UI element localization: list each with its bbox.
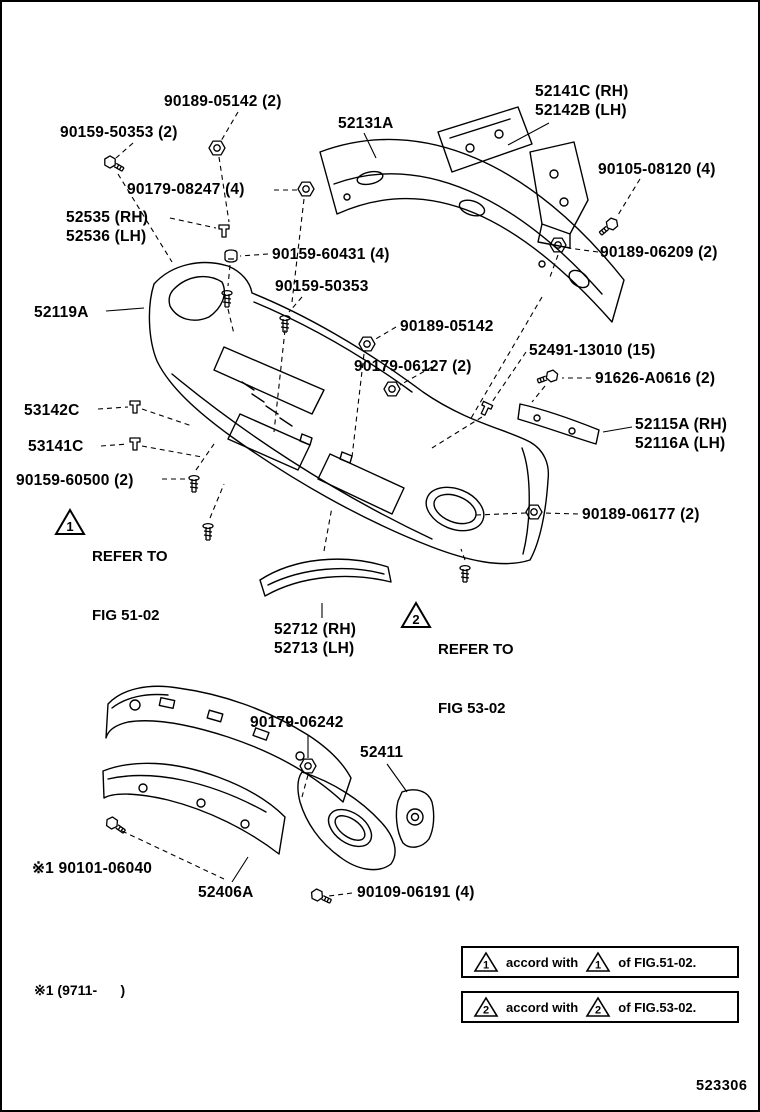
legend-triangle-2-icon: 2: [473, 996, 499, 1017]
legend-marker-text: 2: [483, 1005, 489, 1017]
legend-marker-text: 2: [595, 1005, 601, 1017]
legend-marker-text: 1: [595, 960, 601, 972]
refer-line-2: FIG 51-02: [92, 606, 160, 624]
label-52536-lh: 52536 (LH): [66, 228, 147, 245]
label-90109-06191: 90109-06191 (4): [357, 884, 475, 901]
bolt-icon: [535, 368, 561, 387]
figure-number: 523306: [696, 1078, 748, 1094]
label-90159-50353-mid: 90159-50353: [275, 278, 369, 295]
retainer-clip-icon: [477, 400, 494, 418]
legend-suffix-text: of FIG.51-02.: [618, 954, 697, 970]
label-52119a: 52119A: [34, 304, 89, 321]
label-53141c: 53141C: [28, 438, 84, 455]
label-90189-06177: 90189-06177 (2): [582, 506, 700, 523]
label-90189-06209: 90189-06209 (2): [600, 244, 718, 261]
bumper-molding-drawing: [259, 558, 392, 597]
lower-reinforcement-drawing: [102, 762, 286, 855]
triangle-marker-text: 1: [66, 519, 73, 534]
label-53142c: 53142C: [24, 402, 80, 419]
label-52142b-lh: 52142B (LH): [535, 102, 627, 119]
legend-triangle-1-icon: 1: [585, 951, 611, 972]
bumper-side-support-drawing: [517, 403, 600, 445]
label-90101-06040: ※1 90101-06040: [32, 860, 153, 877]
production-date-footnote: ※1 (9711- ): [34, 982, 126, 998]
refer-note-fig-53-02: 2 REFER TO FIG 53-02: [400, 601, 514, 757]
refer-line-1: REFER TO: [438, 641, 514, 658]
label-90189-05142-top: 90189-05142 (2): [164, 93, 282, 110]
leader-lines-dashed: [97, 111, 641, 897]
leader-lines-solid: [105, 122, 633, 883]
screw-icon: [459, 564, 471, 583]
bolt-icon: [101, 153, 127, 175]
clip-icon: [129, 437, 141, 451]
label-52491-13010: 52491-13010 (15): [529, 342, 656, 359]
bumper-reinforcement-drawing: [319, 138, 625, 323]
screw-icon: [202, 522, 214, 541]
bumper-bracket-52411-drawing: [395, 789, 435, 848]
nut-icon: [383, 381, 401, 397]
label-90179-08247: 90179-08247 (4): [127, 181, 245, 198]
front-bumper-cover-drawing: [148, 261, 550, 565]
label-52535-rh: 52535 (RH): [66, 209, 149, 226]
legend-triangle-1-icon: 1: [473, 951, 499, 972]
nut-icon: [208, 140, 226, 156]
label-90179-06127: 90179-06127 (2): [354, 358, 472, 375]
bumper-arm-brackets-drawing: [437, 106, 589, 249]
grommet-icon: [224, 249, 238, 263]
legend-marker-text: 1: [483, 960, 489, 972]
bolt-icon: [103, 814, 128, 837]
label-52411: 52411: [360, 744, 404, 761]
retainer-end-drawing: [297, 771, 396, 871]
label-90179-06242: 90179-06242: [250, 714, 344, 731]
label-52131a: 52131A: [338, 115, 394, 132]
label-91626-a0616: 91626-A0616 (2): [595, 370, 716, 387]
refer-line-1: REFER TO: [92, 548, 168, 565]
nut-icon: [358, 336, 376, 352]
label-52115a-rh: 52115A (RH): [635, 416, 728, 433]
legend-middle-text: accord with: [506, 999, 579, 1015]
label-52141c-rh: 52141C (RH): [535, 83, 629, 100]
nut-icon: [299, 758, 317, 774]
legend-middle-text: accord with: [506, 954, 579, 970]
nut-icon: [297, 181, 315, 197]
legend-triangle-2-icon: 2: [585, 996, 611, 1017]
label-52713-lh: 52713 (LH): [274, 640, 355, 657]
screw-icon: [188, 474, 200, 493]
label-90159-60500: 90159-60500 (2): [16, 472, 134, 489]
warning-triangle-1-icon: 1: [54, 508, 86, 535]
warning-triangle-2-icon: 2: [400, 601, 432, 628]
bolt-icon: [308, 887, 334, 907]
lower-retainer-drawing: [105, 685, 352, 803]
legend-suffix-text: of FIG.53-02.: [618, 999, 697, 1015]
refer-note-fig-51-02: 1 REFER TO FIG 51-02: [54, 508, 168, 664]
legend-row-fig-53-02: 2 accord with 2 of FIG.53-02.: [461, 991, 739, 1023]
label-90105-08120: 90105-08120 (4): [598, 161, 716, 178]
clip-icon: [218, 224, 230, 238]
label-52406a: 52406A: [198, 884, 254, 901]
clip-icon: [129, 400, 141, 414]
label-52116a-lh: 52116A (LH): [635, 435, 726, 452]
refer-line-2: FIG 53-02: [438, 699, 506, 717]
legend-row-fig-51-02: 1 accord with 1 of FIG.51-02.: [461, 946, 739, 978]
label-90159-60431: 90159-60431 (4): [272, 246, 390, 263]
triangle-marker-text: 2: [412, 612, 419, 627]
label-90159-50353-top: 90159-50353 (2): [60, 124, 178, 141]
label-52712-rh: 52712 (RH): [274, 621, 357, 638]
label-90189-05142-mid: 90189-05142: [400, 318, 494, 335]
bolt-icon: [596, 215, 621, 239]
